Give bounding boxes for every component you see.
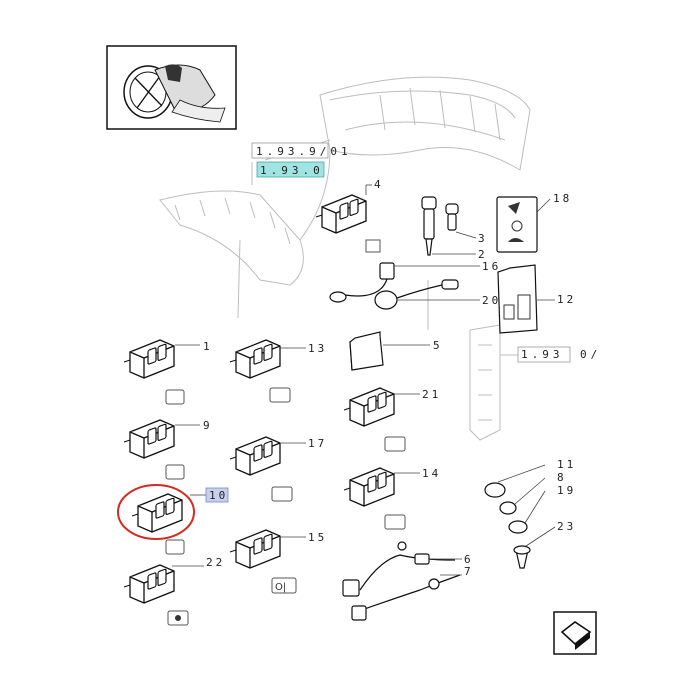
part-17-switch[interactable]: 17 xyxy=(229,436,327,502)
part-10-switch[interactable]: 10 xyxy=(117,484,229,555)
part-16-20-cables[interactable]: 16 20 xyxy=(329,260,501,310)
callout-3[interactable]: 3 xyxy=(478,232,488,245)
part-8-grommet[interactable]: 8 xyxy=(499,471,567,515)
callout-16[interactable]: 16 xyxy=(482,260,501,273)
callout-23[interactable]: 23 xyxy=(557,520,576,533)
part-12-panel[interactable]: 12 xyxy=(497,264,576,334)
callout-14[interactable]: 14 xyxy=(422,467,441,480)
part-11-grommet[interactable]: 11 xyxy=(484,458,576,498)
callout-11[interactable]: 11 xyxy=(557,458,576,471)
callout-4[interactable]: 4 xyxy=(374,178,384,191)
callout-19[interactable]: 19 xyxy=(557,484,576,497)
callout-5[interactable]: 5 xyxy=(433,339,443,352)
ref-right-tail: 0/ xyxy=(580,348,601,361)
callout-18[interactable]: 18 xyxy=(553,192,572,205)
part-4-symbol xyxy=(365,239,381,253)
part-22-switch[interactable]: 22 xyxy=(123,556,225,626)
ref-top-1[interactable]: 1.93.9/01 xyxy=(256,145,352,158)
part-6-7-harness[interactable]: 6 7 xyxy=(342,541,474,621)
callout-1[interactable]: 1 xyxy=(203,340,213,353)
part-23-clip[interactable]: 23 xyxy=(513,520,576,569)
ref-top-2[interactable]: 1.93.0 xyxy=(260,164,324,177)
part-14-switch[interactable]: 14 xyxy=(343,467,441,530)
part-19-grommet[interactable]: 19 xyxy=(508,484,576,534)
callout-8[interactable]: 8 xyxy=(557,471,567,484)
background-ghost-structure xyxy=(159,76,531,441)
part-4-switch[interactable]: 4 xyxy=(315,178,384,253)
callout-6[interactable]: 6 xyxy=(464,553,474,566)
callout-20[interactable]: 20 xyxy=(482,294,501,307)
part-5-cover[interactable]: 5 xyxy=(349,331,443,371)
part-18-panel[interactable]: 18 xyxy=(496,192,572,253)
callout-10-box xyxy=(205,487,229,503)
part-21-switch[interactable]: 21 xyxy=(343,387,441,452)
callout-13[interactable]: 13 xyxy=(308,342,327,355)
next-page-icon[interactable] xyxy=(553,611,597,655)
part-15-switch[interactable]: O| 15 xyxy=(229,529,327,594)
callout-9[interactable]: 9 xyxy=(203,419,213,432)
callout-22[interactable]: 22 xyxy=(206,556,225,569)
ref-highlight-box xyxy=(256,161,325,178)
callout-17[interactable]: 17 xyxy=(308,437,327,450)
part-2-3-plugs[interactable]: 3 2 xyxy=(421,196,488,261)
callout-12[interactable]: 12 xyxy=(557,293,576,306)
part-1-switch[interactable]: 1 xyxy=(123,339,213,405)
callout-10[interactable]: 10 xyxy=(209,489,228,502)
part-15-symbol-text: O| xyxy=(275,582,286,593)
reference-right-group: 1.93 0/ xyxy=(517,346,601,363)
callout-2[interactable]: 2 xyxy=(478,248,488,261)
reference-label-group: 1.93.9/01 1.93.0 xyxy=(251,142,352,178)
ref-right[interactable]: 1.93 xyxy=(521,348,564,361)
part-13-switch[interactable]: 13 xyxy=(229,339,327,403)
callout-7[interactable]: 7 xyxy=(464,565,474,578)
callout-15[interactable]: 15 xyxy=(308,531,327,544)
inset-thumbnail xyxy=(106,45,237,130)
callout-21[interactable]: 21 xyxy=(422,388,441,401)
part-9-switch[interactable]: 9 xyxy=(123,419,213,480)
highlight-circle xyxy=(117,484,195,540)
